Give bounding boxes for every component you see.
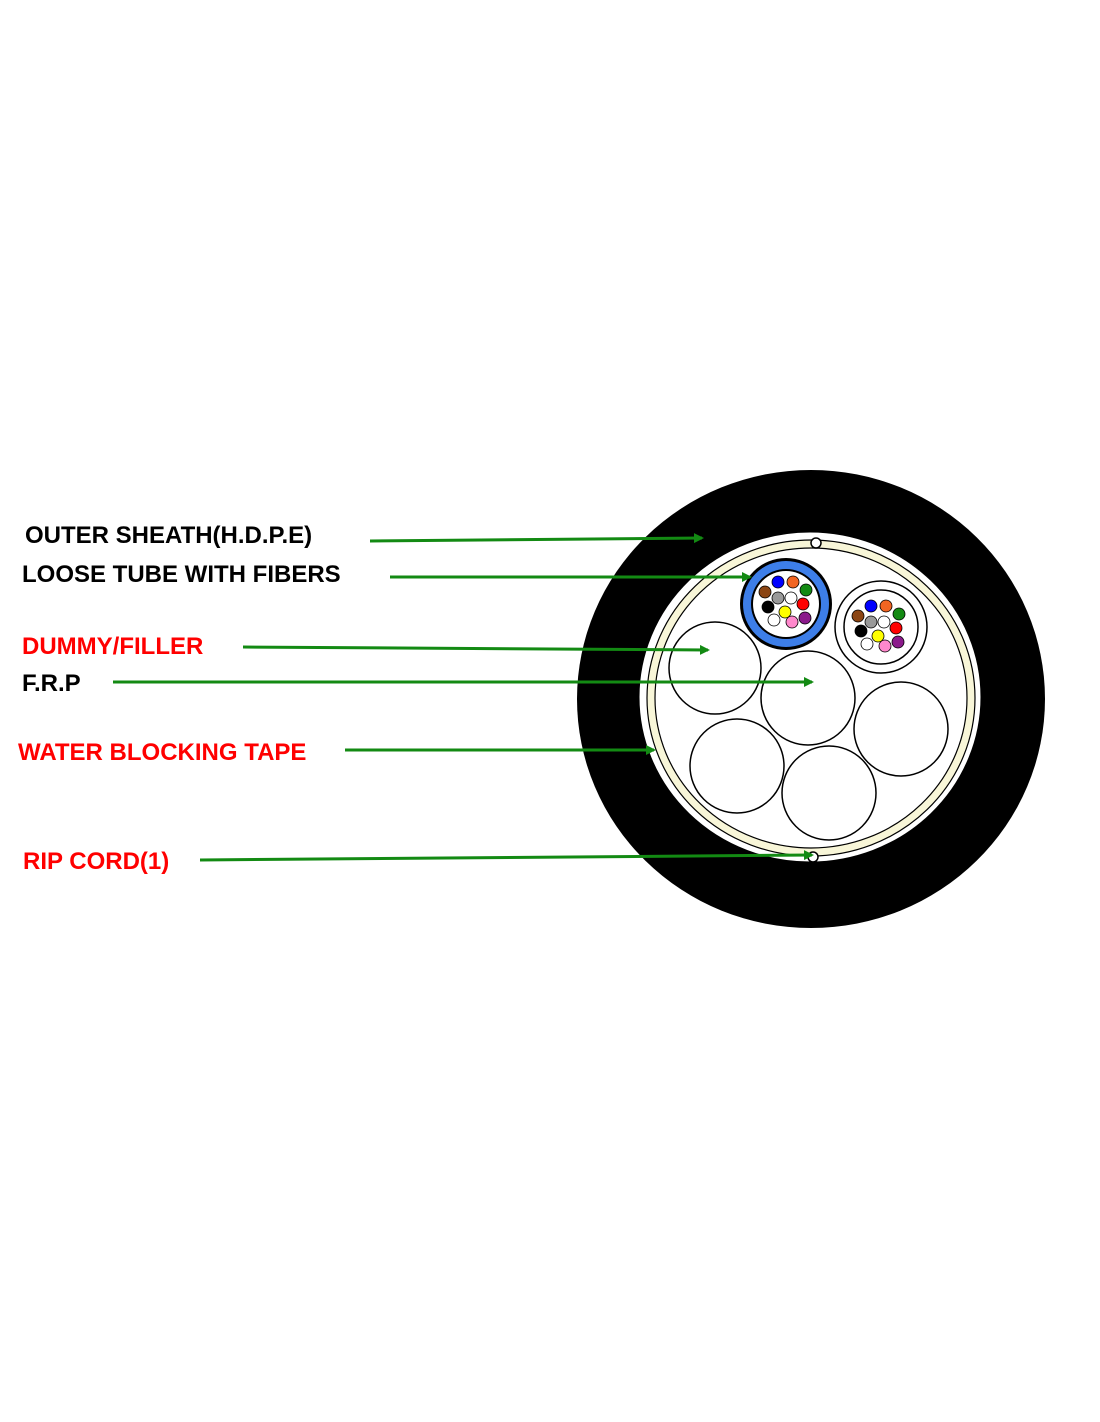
fiber — [761, 600, 775, 614]
fiber — [771, 575, 785, 589]
label-dummy-filler: DUMMY/FILLER — [22, 633, 203, 660]
cable-body — [577, 470, 1045, 928]
label-rip-cord: RIP CORD(1) — [23, 848, 169, 875]
fiber — [877, 615, 891, 629]
rip-cord — [810, 537, 822, 549]
frp-central-member — [760, 650, 856, 746]
fiber — [798, 611, 812, 625]
fiber — [854, 624, 868, 638]
fiber — [864, 599, 878, 613]
filler — [689, 718, 785, 814]
fiber — [889, 621, 903, 635]
fiber — [784, 591, 798, 605]
rip-cord — [807, 851, 819, 863]
fiber — [778, 605, 792, 619]
fiber — [851, 609, 865, 623]
fiber — [879, 599, 893, 613]
water-blocking-tape-outline-inner — [654, 547, 968, 849]
arrow-dummy-filler — [242, 644, 710, 655]
fiber — [871, 629, 885, 643]
callout-labels: OUTER SHEATH(H.D.P.E) LOOSE TUBE WITH FI… — [18, 522, 341, 875]
fiber — [860, 637, 874, 651]
fiber — [771, 591, 785, 605]
label-outer-sheath: OUTER SHEATH(H.D.P.E) — [25, 522, 312, 549]
fiber — [892, 607, 906, 621]
loose-tube-white — [834, 580, 928, 674]
fiber-bundle — [758, 575, 813, 629]
fiber-bundle — [851, 599, 906, 653]
fiber — [785, 615, 799, 629]
label-water-blocking-tape: WATER BLOCKING TAPE — [18, 739, 306, 766]
fiber — [799, 583, 813, 597]
arrow-rip-cord — [199, 850, 814, 862]
filler — [853, 681, 949, 777]
fiber — [796, 597, 810, 611]
filler — [781, 745, 877, 841]
dummy-filler — [668, 621, 762, 715]
arrow-outer-sheath — [369, 533, 704, 544]
loose-tube-blue — [740, 558, 832, 650]
fiber — [891, 635, 905, 649]
callout-arrows — [113, 533, 814, 862]
fiber — [767, 613, 781, 627]
fiber — [878, 639, 892, 653]
label-frp: F.R.P — [22, 670, 81, 697]
fiber — [758, 585, 772, 599]
fiber — [786, 575, 800, 589]
fiber — [864, 615, 878, 629]
label-loose-tube: LOOSE TUBE WITH FIBERS — [22, 561, 341, 588]
